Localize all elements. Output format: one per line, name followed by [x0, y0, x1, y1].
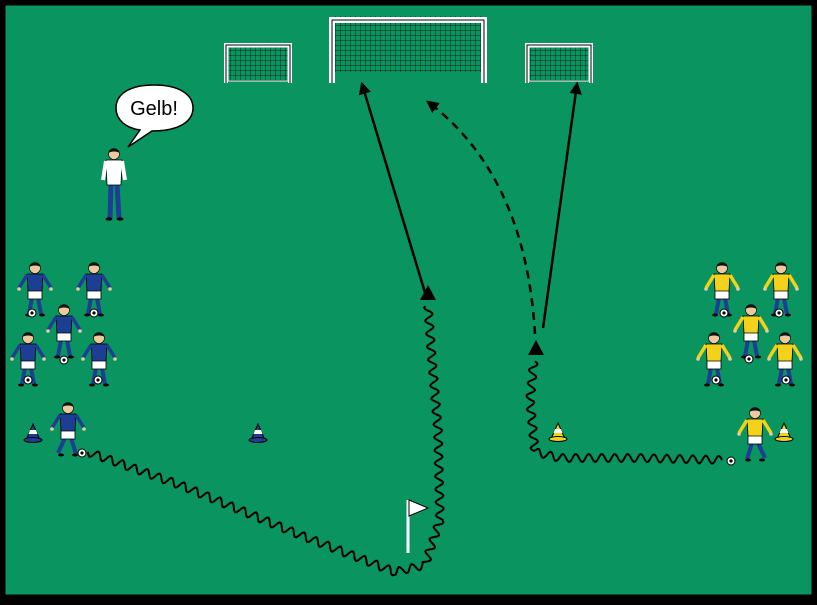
- cone-icon-yellow-1: [548, 421, 568, 442]
- shot-arrow-left: [358, 81, 428, 297]
- ball-icon: [719, 308, 729, 318]
- pass-arrow-dashed: [426, 100, 537, 335]
- cone-icon-blue-2: [248, 422, 268, 443]
- yellow-player-icon: [767, 332, 803, 387]
- shot-arrow-right: [541, 81, 582, 329]
- dribble-path-blue: [87, 305, 445, 577]
- arrow-head-right-dribble: [528, 340, 544, 355]
- yellow-player-icon: [704, 262, 740, 317]
- ball-icon: [59, 355, 69, 365]
- blue-player-icon: [10, 332, 46, 387]
- ball-icon: [774, 308, 784, 318]
- ball-icon: [27, 308, 37, 318]
- ball-icon: [781, 375, 791, 385]
- arrow-head-left-dribble: [420, 285, 436, 300]
- blue-player-icon: [46, 304, 82, 359]
- yellow-player-icon: [696, 332, 732, 387]
- cone-icon-yellow-2: [774, 421, 794, 442]
- dribble-path-yellow: [525, 360, 723, 465]
- small-goal-right: [525, 43, 593, 83]
- blue-player-icon-active: [50, 402, 86, 457]
- coach-figure: [101, 148, 127, 221]
- small-goal-left: [224, 43, 292, 83]
- corner-flag-icon: [406, 499, 430, 553]
- ball-icon: [744, 354, 754, 364]
- ball-icon-active-blue: [77, 448, 87, 458]
- coach-speech-text: Gelb!: [130, 98, 178, 120]
- ball-icon-active-yellow: [726, 456, 736, 466]
- ball-icon: [711, 375, 721, 385]
- ball-icon: [93, 375, 103, 385]
- coach-speech-bubble: Gelb!: [115, 84, 194, 148]
- cone-icon-blue-1: [23, 422, 43, 443]
- yellow-player-icon: [763, 262, 799, 317]
- yellow-player-icon-active: [737, 407, 773, 462]
- yellow-player-icon: [733, 304, 769, 359]
- large-goal: [329, 16, 487, 83]
- blue-player-icon: [76, 262, 112, 317]
- ball-icon: [89, 308, 99, 318]
- ball-icon: [23, 375, 33, 385]
- blue-player-icon: [81, 332, 117, 387]
